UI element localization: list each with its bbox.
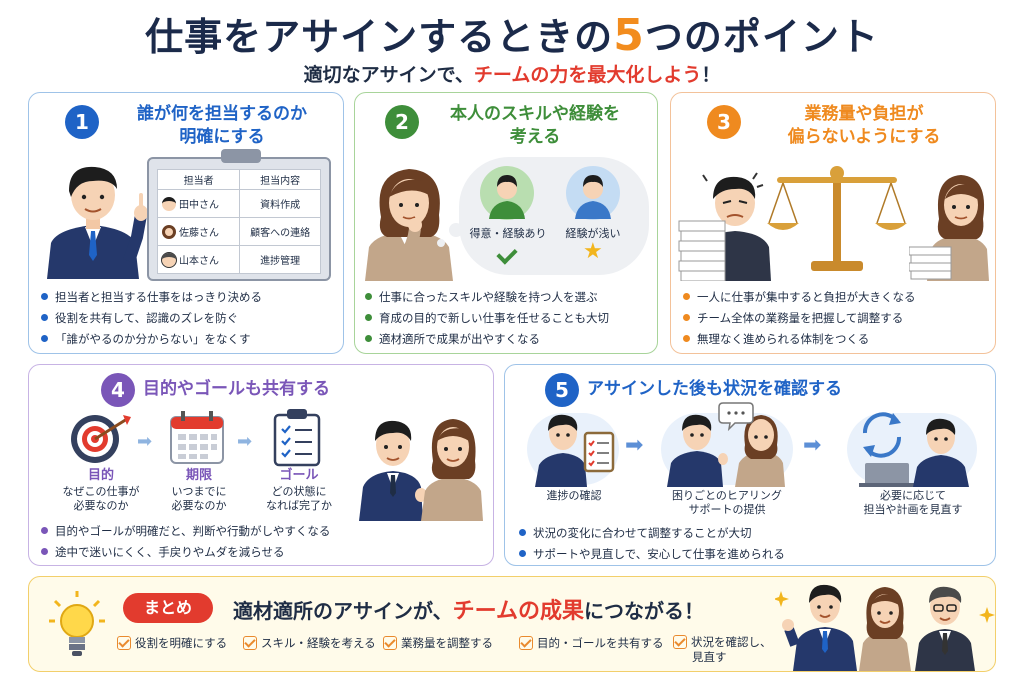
goal-step: ゴール どの状態になれば完了か [266, 468, 332, 513]
list-item: 仕事に合ったスキルや経験を持つ人を選ぶ [365, 289, 609, 305]
arrow-icon: ➡ [237, 431, 253, 452]
point-5-bullets: 状況の変化に合わせて調整することが大切 サポートや見直しで、安心して仕事を進めら… [519, 525, 785, 567]
thought-bubble-dot [437, 239, 445, 247]
page-title: 仕事をアサインするときの5つのポイント [145, 10, 879, 61]
review-plan-label: 必要に応じて担当や計画を見直す [863, 489, 963, 516]
point-2-title: 本人のスキルや経験を考える [450, 104, 620, 147]
businessman-pointing-illustration [47, 166, 148, 279]
tanaka-avatar [162, 197, 176, 211]
table-row: 田中さん 資料作成 [156, 189, 321, 218]
list-item: 一人に仕事が集中すると負担が大きくなる [683, 289, 916, 305]
list-item: 担当者と担当する仕事をはっきり決める [41, 289, 262, 305]
check-icon [117, 636, 131, 650]
junior-person-avatar [566, 166, 620, 220]
purpose-step: 目的 なぜこの仕事が必要なのか [62, 468, 140, 513]
point-3-card: 3 業務量や負担が偏らないようにする [670, 92, 996, 354]
calendar-icon [170, 411, 224, 464]
summary-check-item: 役割を明確にする [117, 635, 227, 651]
list-item: 途中で迷いにくく、手戻りやムダを減らせる [41, 544, 330, 560]
point-2-bullets: 仕事に合ったスキルや経験を持つ人を選ぶ 育成の目的で新しい仕事を任せることも大切… [365, 289, 609, 352]
table-header-task: 担当内容 [239, 169, 321, 190]
list-item: 育成の目的で新しい仕事を任せることも大切 [365, 310, 609, 326]
man-with-checklist-illustration [535, 414, 615, 487]
progress-check-label: 進捗の確認 [546, 489, 602, 502]
balance-scale-icon [767, 166, 907, 271]
clipboard-clip [221, 149, 261, 163]
inexperienced-label: 経験が浅い [565, 227, 621, 240]
experienced-person-avatar [480, 166, 534, 220]
summary-check-item: スキル・経験を考える [243, 635, 376, 651]
two-colleagues-illustration [359, 419, 483, 521]
review-plan-illustration [859, 412, 969, 487]
list-item: 目的やゴールが明確だと、判断や行動がしやすくなる [41, 523, 330, 539]
page-subtitle: 適切なアサインで、チームの力を最大化しよう！ [303, 64, 721, 86]
list-item: 適材適所で成果が出やすくなる [365, 331, 609, 347]
list-item: サポートや見直しで、安心して仕事を進められる [519, 546, 785, 562]
point-1-bullets: 担当者と担当する仕事をはっきり決める 役割を共有して、認識のズレを防ぐ 「誰がや… [41, 289, 262, 352]
point-4-number-badge: 4 [101, 373, 135, 407]
assignment-clipboard: 担当者 担当内容 田中さん 資料作成 佐藤さん 顧客への連絡 山本さん 進捗管理 [147, 149, 331, 281]
point-3-bullets: 一人に仕事が集中すると負担が大きくなる チーム全体の業務量を把握して調整する 無… [683, 289, 916, 352]
table-row: 山本さん 進捗管理 [156, 245, 321, 274]
thinking-woman-illustration [365, 169, 453, 281]
overloaded-man-illustration [678, 172, 771, 281]
summary-badge: まとめ [123, 593, 213, 623]
check-icon [383, 636, 397, 650]
point-1-number-badge: 1 [65, 105, 99, 139]
lightbulb-icon [49, 591, 105, 656]
list-item: 状況の変化に合わせて調整することが大切 [519, 525, 785, 541]
point-2-number-badge: 2 [385, 105, 419, 139]
point-3-number-badge: 3 [707, 105, 741, 139]
check-icon [519, 636, 533, 650]
summary-card: まとめ 適材適所のアサインが、チームの成果につながる！ 役割を明確にする スキル… [28, 576, 996, 672]
point-5-title: アサインした後も状況を確認する [587, 379, 842, 399]
summary-check-item: 業務量を調整する [383, 635, 493, 651]
list-item: 無理なく進められる体制をつくる [683, 331, 916, 347]
list-item: 役割を共有して、認識のズレを防ぐ [41, 310, 262, 326]
experienced-label: 得意・経験あり [469, 227, 547, 240]
target-icon [71, 415, 131, 463]
deadline-step: 期限 いつまでに必要なのか [171, 468, 227, 513]
point-1-title: 誰が何を担当するのか明確にする [137, 104, 307, 147]
point-4-card: 4 目的やゴールも共有する ➡ ➡ 目的 なぜこの仕事が必要なのか [28, 364, 494, 566]
arrow-icon: ➡ [625, 433, 644, 458]
yamamoto-avatar [161, 252, 177, 268]
check-icon [673, 635, 687, 649]
point-4-bullets: 目的やゴールが明確だと、判断や行動がしやすくなる 途中で迷いにくく、手戻りやムダ… [41, 523, 330, 565]
point-5-number-badge: 5 [545, 373, 579, 407]
sato-avatar [162, 225, 176, 239]
checklist-icon [273, 409, 321, 467]
summary-check-item: 状況を確認し、見直す [673, 635, 772, 665]
table-header-person: 担当者 [156, 169, 241, 190]
point-5-card: 5 アサインした後も状況を確認する ➡ ➡ [504, 364, 996, 566]
table-row: 佐藤さん 顧客への連絡 [156, 217, 321, 246]
list-item: 「誰がやるのか分からない」をなくす [41, 331, 262, 347]
assignment-table: 担当者 担当内容 田中さん 資料作成 佐藤さん 顧客への連絡 山本さん 進捗管理 [156, 169, 321, 274]
summary-check-item: 目的・ゴールを共有する [519, 635, 664, 651]
thought-bubble-dot [449, 223, 463, 237]
check-icon [243, 636, 257, 650]
woman-with-documents-illustration [909, 175, 989, 281]
list-item: チーム全体の業務量を把握して調整する [683, 310, 916, 326]
point-2-card: 2 本人のスキルや経験を考える 得意・経験あり 経験が浅い ★ 仕事に合ったスキ… [354, 92, 658, 354]
star-icon: ★ [583, 239, 603, 264]
arrow-icon: ➡ [137, 431, 153, 452]
point-1-card: 1 誰が何を担当するのか明確にする 担当者 担当内容 田中さん 資料作成 [28, 92, 344, 354]
summary-headline: 適材適所のアサインが、チームの成果につながる！ [233, 599, 704, 624]
point-4-title: 目的やゴールも共有する [143, 379, 330, 399]
point-3-title: 業務量や負担が偏らないようにする [787, 104, 941, 147]
team-celebration-illustration [775, 584, 995, 671]
hearing-support-label: 困りごとのヒアリングサポートの提供 [672, 489, 782, 516]
support-hearing-illustration [667, 402, 785, 487]
arrow-icon: ➡ [803, 433, 822, 458]
